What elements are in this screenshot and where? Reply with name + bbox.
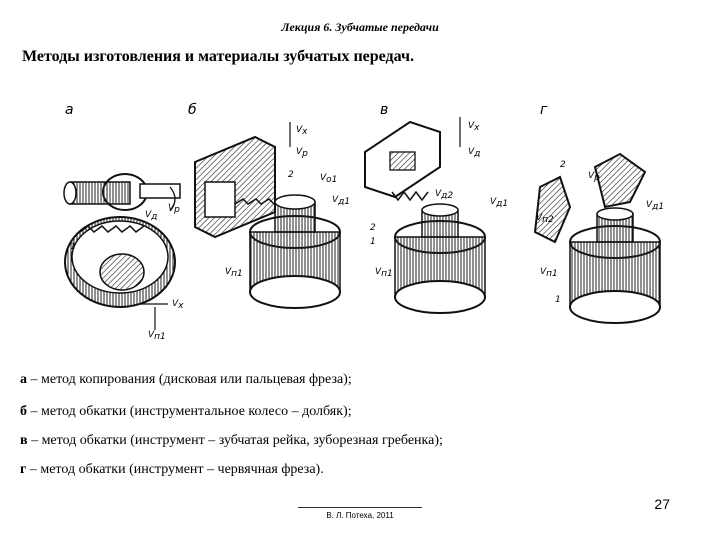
lecture-header: Лекция 6. Зубчатые передачи xyxy=(281,20,439,34)
label-vp-d: Vр xyxy=(588,171,600,183)
label-vd1-c: Vд1 xyxy=(490,197,508,209)
label-vp-b: Vр xyxy=(296,147,308,159)
label-vp1-b: Vп1 xyxy=(225,267,243,279)
label-number-1-c: 1 xyxy=(370,237,376,247)
label-vp1-c: Vп1 xyxy=(375,267,393,279)
gear-manufacturing-figure: а 1 Vр Vд Vx Vп1 б Vx xyxy=(40,92,680,352)
label-vd1-d: Vд1 xyxy=(646,200,664,212)
panel-c-illustration: в Vx Vд Vд2 Vд1 2 1 Vп1 xyxy=(364,102,508,314)
caption-text-a: – метод копирования (дисковая или пальце… xyxy=(27,372,352,387)
label-vo1-b: Vо1 xyxy=(320,173,337,185)
caption-letter-a: а xyxy=(20,372,27,387)
author-divider xyxy=(298,507,422,508)
label-vx-a: Vx xyxy=(172,299,184,311)
label-vd-c: Vд xyxy=(468,147,480,159)
caption-c: в – метод обкатки (инструмент – зубчатая… xyxy=(20,433,443,449)
label-number-2-b: 2 xyxy=(288,170,294,180)
panel-label-a: а xyxy=(65,102,74,118)
panel-b-illustration: б Vx Vр 2 Vо1 Vд1 Vп1 xyxy=(188,102,350,309)
label-number-1-a: 1 xyxy=(70,242,76,252)
label-vp1-d: Vп1 xyxy=(540,267,558,279)
caption-a: а – метод копирования (дисковая или паль… xyxy=(20,372,352,388)
caption-text-c: – метод обкатки (инструмент – зубчатая р… xyxy=(27,433,443,448)
caption-b: б – метод обкатки (инструментальное коле… xyxy=(20,404,352,420)
panel-a-illustration: а 1 Vр Vд Vx Vп1 xyxy=(63,102,184,342)
panel-label-d: г xyxy=(540,102,548,118)
author-credit: В. Л. Потеха, 2011 xyxy=(326,511,394,520)
gear-illustration: а 1 Vр Vд Vx Vп1 б Vx xyxy=(63,102,664,342)
caption-text-b: – метод обкатки (инструментальное колесо… xyxy=(27,404,352,419)
label-vd-a: Vд xyxy=(145,210,157,222)
label-vx-b: Vx xyxy=(296,125,308,137)
label-vx-c: Vx xyxy=(468,121,480,133)
caption-letter-b: б xyxy=(20,404,27,419)
label-vp-a: Vр xyxy=(168,203,180,215)
label-vp1-a: Vп1 xyxy=(148,330,166,342)
label-vd2-c: Vд2 xyxy=(435,189,453,201)
caption-text-d: – метод обкатки (инструмент – червячная … xyxy=(26,462,324,477)
panel-label-b: б xyxy=(188,102,197,118)
caption-letter-c: в xyxy=(20,433,28,448)
label-number-2-c: 2 xyxy=(370,223,376,233)
panel-d-illustration: г 2 Vр Vп2 Vд1 Vп1 1 xyxy=(533,102,664,324)
panel-label-c: в xyxy=(380,102,388,118)
label-number-1-d: 1 xyxy=(555,295,561,305)
label-vd1-b: Vд1 xyxy=(332,195,350,207)
label-vn2-d: Vп2 xyxy=(536,213,554,225)
caption-d: г – метод обкатки (инструмент – червячна… xyxy=(20,462,324,478)
page-number: 27 xyxy=(654,496,670,512)
page-title: Методы изготовления и материалы зубчатых… xyxy=(22,48,415,65)
label-number-2-d: 2 xyxy=(560,160,566,170)
caption-letter-d: г xyxy=(20,462,27,477)
